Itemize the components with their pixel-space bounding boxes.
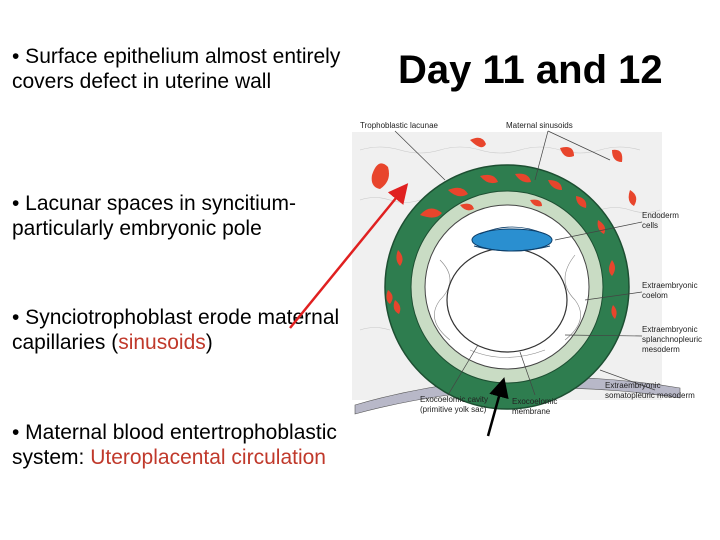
red-arrow-sinusoids [289, 183, 409, 329]
label-endoderm-cells: cells [642, 221, 658, 230]
bullet-text: • Lacunar spaces in syncitium-particular… [12, 192, 296, 240]
sinusoid [371, 163, 389, 189]
label-exocoelomic-membrane-1: Exocoelomic [512, 397, 557, 406]
lacuna [448, 187, 468, 197]
label-splanchnopleuric-3: mesoderm [642, 345, 680, 354]
label-endoderm: Endoderm [642, 211, 679, 220]
lacuna [393, 300, 401, 314]
leader-coelom [584, 291, 643, 301]
leader-endoderm [554, 221, 643, 241]
leader-somatopleuric [599, 369, 656, 391]
leader-sinusoids-1 [534, 130, 549, 181]
leader-exocoelomic-cavity [447, 344, 479, 396]
lacuna [460, 203, 474, 211]
bullet-text: • Maternal blood entertrophoblastic syst… [12, 421, 337, 469]
lacuna [611, 305, 617, 319]
bullet-text: • Surface epithelium almost entirely cov… [12, 45, 341, 93]
label-splanchnopleuric-1: Extraembryonic [642, 325, 698, 334]
lacuna [597, 220, 606, 234]
label-leaders [394, 130, 656, 396]
lacuna [480, 174, 498, 184]
sinusoid [628, 190, 637, 206]
label-primitive-yolk-sac: (primitive yolk sac) [420, 405, 487, 414]
sinusoid [612, 149, 623, 162]
bullet-syncytiotrophoblast: • Synciotrophoblast erode maternal capil… [12, 305, 352, 355]
label-somatopleuric-2: somatopleuric mesoderm [605, 391, 695, 400]
leader-exocoelomic-membrane [519, 351, 536, 396]
label-splanchnopleuric-2: splanchnopleuric [642, 335, 702, 344]
leader-lacunae [394, 130, 446, 181]
exocoelomic-cavity [446, 247, 568, 353]
sinusoid [470, 137, 486, 148]
lacuna [515, 173, 531, 183]
label-extraembryonic-coelom-2: coelom [642, 291, 668, 300]
lacuna [420, 208, 442, 218]
lacuna [530, 199, 542, 207]
label-exocoelomic-membrane-2: membrane [512, 407, 551, 416]
leader-splanchnopleuric [564, 334, 643, 337]
lacuna [609, 260, 615, 276]
label-extraembryonic-coelom-1: Extraembryonic [642, 281, 698, 290]
sinusoid [386, 290, 393, 304]
leader-sinusoids-2 [547, 130, 611, 161]
lacuna [576, 196, 587, 208]
bullet-surface-epithelium: • Surface epithelium almost entirely cov… [12, 44, 362, 94]
bullet-text-end: ) [205, 331, 213, 354]
bullet-text: • Synciotrophoblast erode maternal capil… [12, 306, 340, 354]
trophoblastic-lacunae-group [393, 173, 617, 319]
highlight-uteroplacental: Uteroplacental circulation [90, 446, 326, 469]
amnion [479, 226, 546, 235]
slide-title: Day 11 and 12 [398, 48, 663, 92]
label-trophoblastic-lacunae: Trophoblastic lacunae [360, 121, 439, 130]
lacuna [548, 180, 562, 190]
bullet-maternal-blood: • Maternal blood entertrophoblastic syst… [12, 420, 342, 470]
maternal-sinusoids-group [371, 137, 637, 304]
sinusoid [560, 147, 574, 157]
label-exocoelomic-cavity: Exocoelomic cavity [420, 395, 488, 404]
lacuna [396, 250, 403, 266]
bullet-lacunar-spaces: • Lacunar spaces in syncitium-particular… [12, 191, 362, 241]
highlight-sinusoids: sinusoids [118, 331, 206, 354]
hypoblast [473, 245, 551, 252]
label-somatopleuric-1: Extraembryonic [605, 381, 661, 390]
black-arrow-membrane [486, 377, 509, 437]
label-maternal-sinusoids: Maternal sinusoids [506, 121, 573, 130]
